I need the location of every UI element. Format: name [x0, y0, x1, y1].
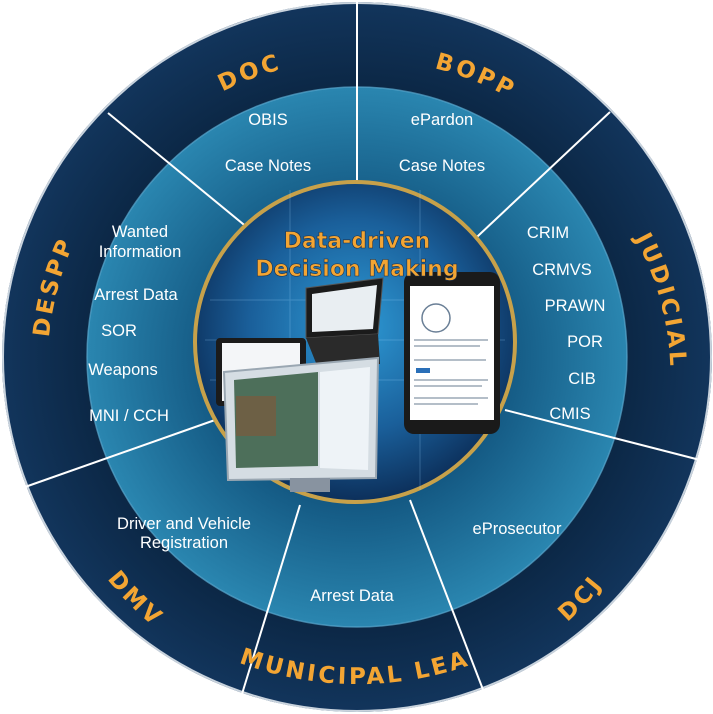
doc-system-obis: OBIS: [248, 111, 287, 129]
doc-system-case-notes: Case Notes: [225, 157, 311, 175]
dmv-system-line2: Registration: [140, 534, 228, 552]
dcj-system-eprosecutor: eProsecutor: [473, 520, 562, 538]
despp-system-sor: SOR: [101, 322, 137, 340]
bopp-system-case-notes: Case Notes: [399, 157, 485, 175]
despp-system-wanted-line1: Wanted: [112, 223, 168, 241]
bopp-system-epardon: ePardon: [411, 111, 473, 129]
desktop-monitor-image: [222, 356, 380, 492]
despp-system-arrest-data: Arrest Data: [94, 286, 178, 304]
smartphone-image: [404, 272, 500, 434]
laptop-image: [305, 277, 384, 368]
dmv-system-line1: Driver and Vehicle: [117, 515, 251, 533]
judicial-system-crim: CRIM: [527, 224, 569, 242]
center-title-line2: Decision Making: [255, 257, 458, 282]
municipal-lea-system-arrest-data: Arrest Data: [310, 587, 394, 605]
judicial-system-crmvs: CRMVS: [532, 261, 592, 279]
judicial-system-cib: CIB: [568, 370, 596, 388]
center-title-line1: Data-driven: [284, 229, 431, 254]
judicial-system-prawn: PRAWN: [545, 297, 606, 315]
despp-system-mni-cch: MNI / CCH: [89, 407, 169, 425]
despp-system-weapons: Weapons: [88, 361, 157, 379]
section-dividers: [24, 0, 701, 708]
center-ring: [193, 180, 517, 504]
despp-system-wanted-line2: Information: [99, 243, 182, 261]
judicial-system-cmis: CMIS: [549, 405, 590, 423]
judicial-system-por: POR: [567, 333, 603, 351]
